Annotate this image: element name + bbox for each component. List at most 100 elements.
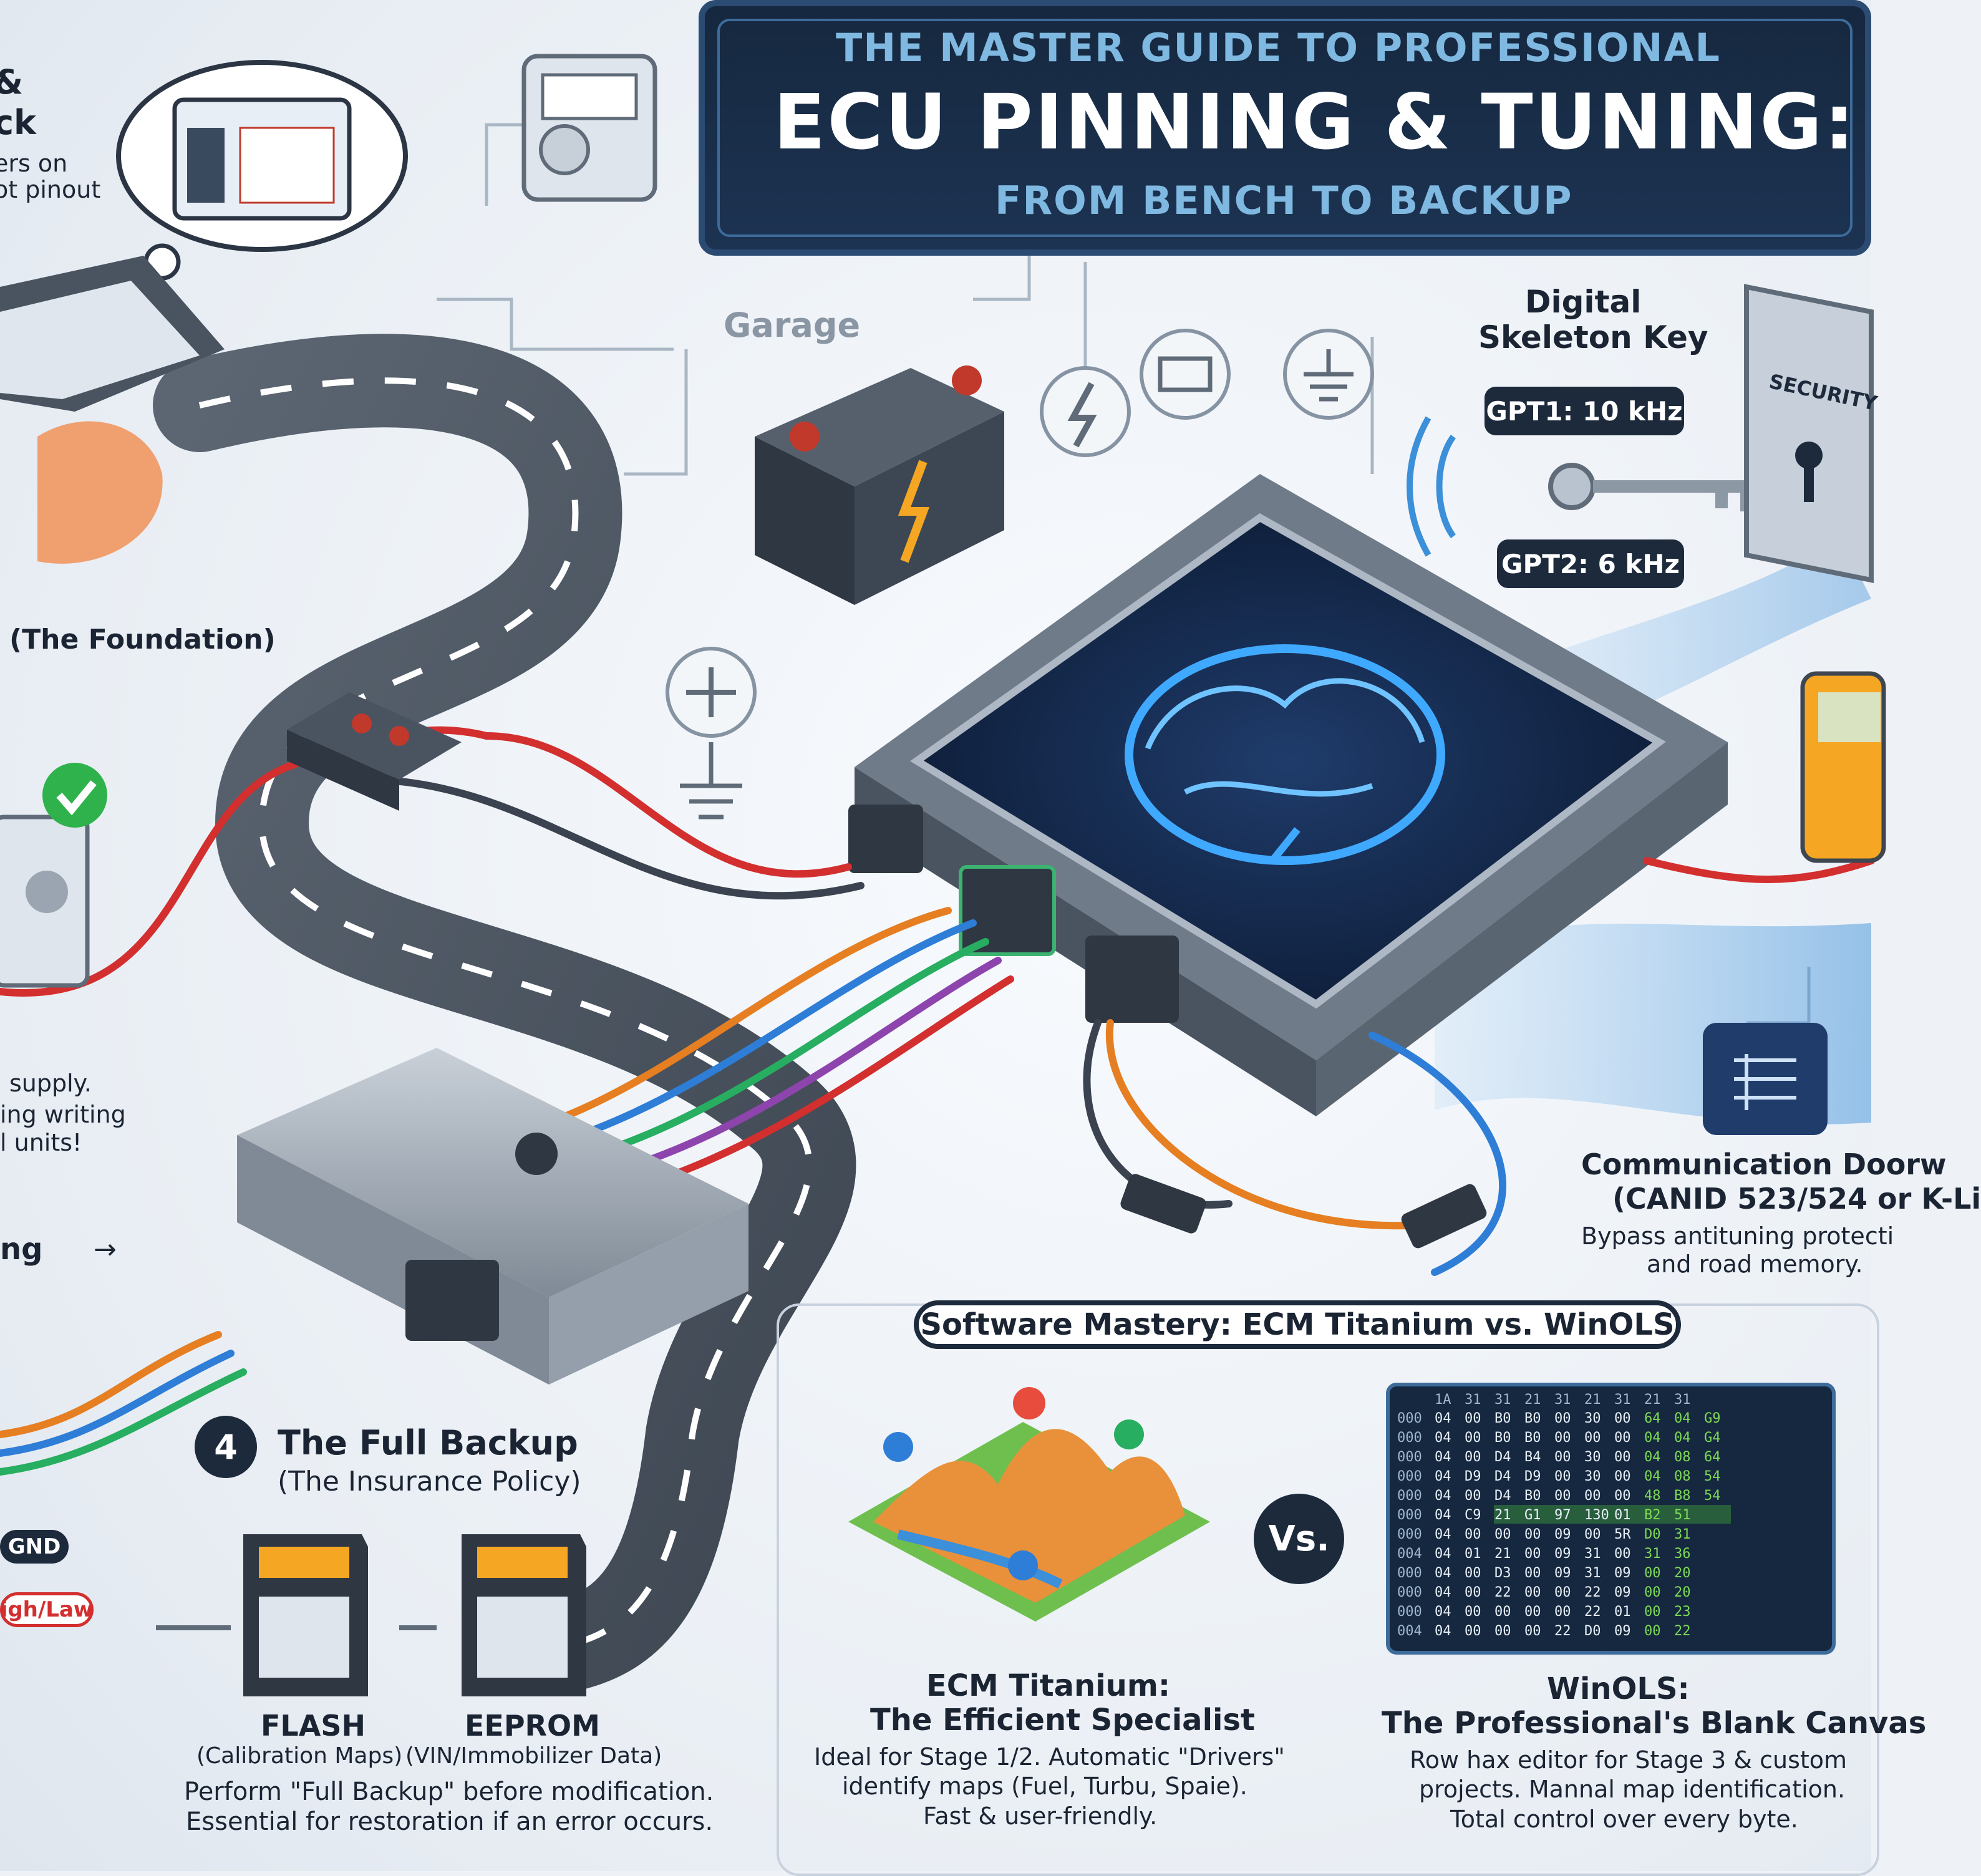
hex-cell: 00: [1465, 1488, 1481, 1504]
topographic-map-icon: [848, 1387, 1210, 1622]
hex-cell: 000: [1397, 1507, 1422, 1523]
diagnostic-tablet: [0, 256, 225, 564]
hex-cell: 31: [1584, 1546, 1601, 1562]
skeleton-key-title-1: Digital: [1525, 284, 1642, 320]
backup-note-2: Essential for restoration if an error oc…: [186, 1807, 714, 1836]
ecm-desc-2: identify maps (Fuel, Turbu, Spaie).: [842, 1772, 1247, 1800]
hex-cell: D0: [1644, 1527, 1661, 1542]
hex-cell: 00: [1465, 1411, 1481, 1426]
car-battery: [755, 365, 1004, 605]
hex-cell: D9: [1465, 1469, 1481, 1484]
hex-cell: D0: [1584, 1623, 1601, 1639]
hex-cell: 08: [1674, 1469, 1691, 1484]
hex-cell: 04: [1644, 1469, 1661, 1484]
hex-cell: 00: [1584, 1527, 1601, 1542]
brain-icon: [1125, 644, 1445, 865]
hex-cell: 23: [1674, 1604, 1691, 1620]
hex-cell: 22: [1584, 1604, 1601, 1620]
hex-cell: 00: [1554, 1488, 1571, 1504]
step-4-badge: 4: [195, 1416, 257, 1478]
hex-cell: 00: [1644, 1585, 1661, 1600]
eeprom-label: EEPROM: [465, 1709, 600, 1743]
hex-cell: 22: [1554, 1623, 1571, 1639]
power-note-line3: l units!: [0, 1129, 82, 1156]
hex-cell: 004: [1397, 1623, 1422, 1639]
eeprom-sublabel: (VIN/Immobilizer Data): [405, 1743, 662, 1769]
hex-cell: 00: [1465, 1604, 1481, 1620]
hex-header-cell: 1A: [1435, 1392, 1451, 1408]
garage-label: Garage: [724, 306, 861, 345]
hex-cell: 31: [1644, 1546, 1661, 1562]
hex-cell: 000: [1397, 1411, 1422, 1426]
hex-header-cell: 21: [1584, 1392, 1601, 1408]
disconnect-icon: [666, 647, 757, 820]
left-top-line4: ot pinout: [0, 176, 101, 203]
hex-cell: 00: [1614, 1411, 1631, 1426]
hex-cell: 09: [1554, 1565, 1571, 1581]
hex-cell: B0: [1494, 1411, 1511, 1426]
hex-cell: 01: [1614, 1604, 1631, 1620]
comm-desc-1: Bypass antituning protecti: [1581, 1222, 1894, 1250]
hex-cell: 21: [1494, 1546, 1511, 1562]
hex-cell: 04: [1644, 1430, 1661, 1446]
vs-badge: Vs.: [1254, 1494, 1344, 1584]
power-note-line2: ing writing: [0, 1101, 126, 1128]
hex-cell: D4: [1494, 1488, 1511, 1504]
winols-desc-1: Row hax editor for Stage 3 & custom: [1410, 1746, 1848, 1774]
hex-cell: 00: [1554, 1585, 1571, 1600]
thought-cloud: [116, 60, 408, 301]
hex-cell: D4: [1494, 1449, 1511, 1465]
header-subtitle-top: THE MASTER GUIDE TO PROFESSIONAL: [836, 25, 1721, 70]
hex-cell: 00: [1554, 1411, 1571, 1426]
left-top-line3: ers on: [0, 150, 68, 177]
header-subtitle-bottom: FROM BENCH TO BACKUP: [995, 178, 1573, 223]
hex-cell: 04: [1435, 1488, 1451, 1504]
hex-cell: 00: [1554, 1430, 1571, 1446]
hex-header-cell: 31: [1554, 1392, 1571, 1408]
title-inner-border: [717, 19, 1853, 237]
hex-cell: 31: [1584, 1565, 1601, 1581]
hex-cell: 04: [1435, 1469, 1451, 1484]
hex-cell: B8: [1674, 1488, 1691, 1504]
hex-cell: 22: [1674, 1623, 1691, 1639]
junction-block: [287, 692, 462, 811]
hex-cell: 20: [1674, 1565, 1691, 1581]
comm-title-2: (CANID 523/524 or K-Li: [1612, 1182, 1981, 1216]
hex-cell: 54: [1704, 1469, 1721, 1484]
hex-cell: B2: [1644, 1507, 1661, 1523]
hex-cell: 48: [1644, 1488, 1661, 1504]
hex-cell: 04: [1674, 1411, 1691, 1426]
hex-cell: D4: [1494, 1469, 1511, 1484]
hex-cell: 00: [1614, 1469, 1631, 1484]
left-mid-label: ng: [0, 1232, 43, 1267]
usb-plugs: [1120, 1174, 1487, 1249]
hex-cell: 04: [1435, 1585, 1451, 1600]
eeprom-card: [462, 1534, 586, 1696]
hex-cell: 000: [1397, 1527, 1422, 1542]
hex-cell: 04: [1674, 1430, 1691, 1446]
title-banner: [699, 0, 1871, 256]
hex-cell: 004: [1397, 1546, 1422, 1562]
hex-cell: 00: [1614, 1430, 1631, 1446]
hex-cell: 00: [1494, 1604, 1511, 1620]
hex-cell: 21: [1494, 1507, 1511, 1523]
hex-cell: B0: [1524, 1430, 1541, 1446]
hex-cell: 09: [1614, 1565, 1631, 1581]
hex-cell: G1: [1524, 1507, 1541, 1523]
hex-cell: 00: [1465, 1527, 1481, 1542]
hex-cell: 09: [1614, 1585, 1631, 1600]
multimeter-right: [1800, 671, 1886, 863]
hex-cell: D3: [1494, 1565, 1511, 1581]
ecm-title-2: The Efficient Specialist: [870, 1703, 1255, 1738]
